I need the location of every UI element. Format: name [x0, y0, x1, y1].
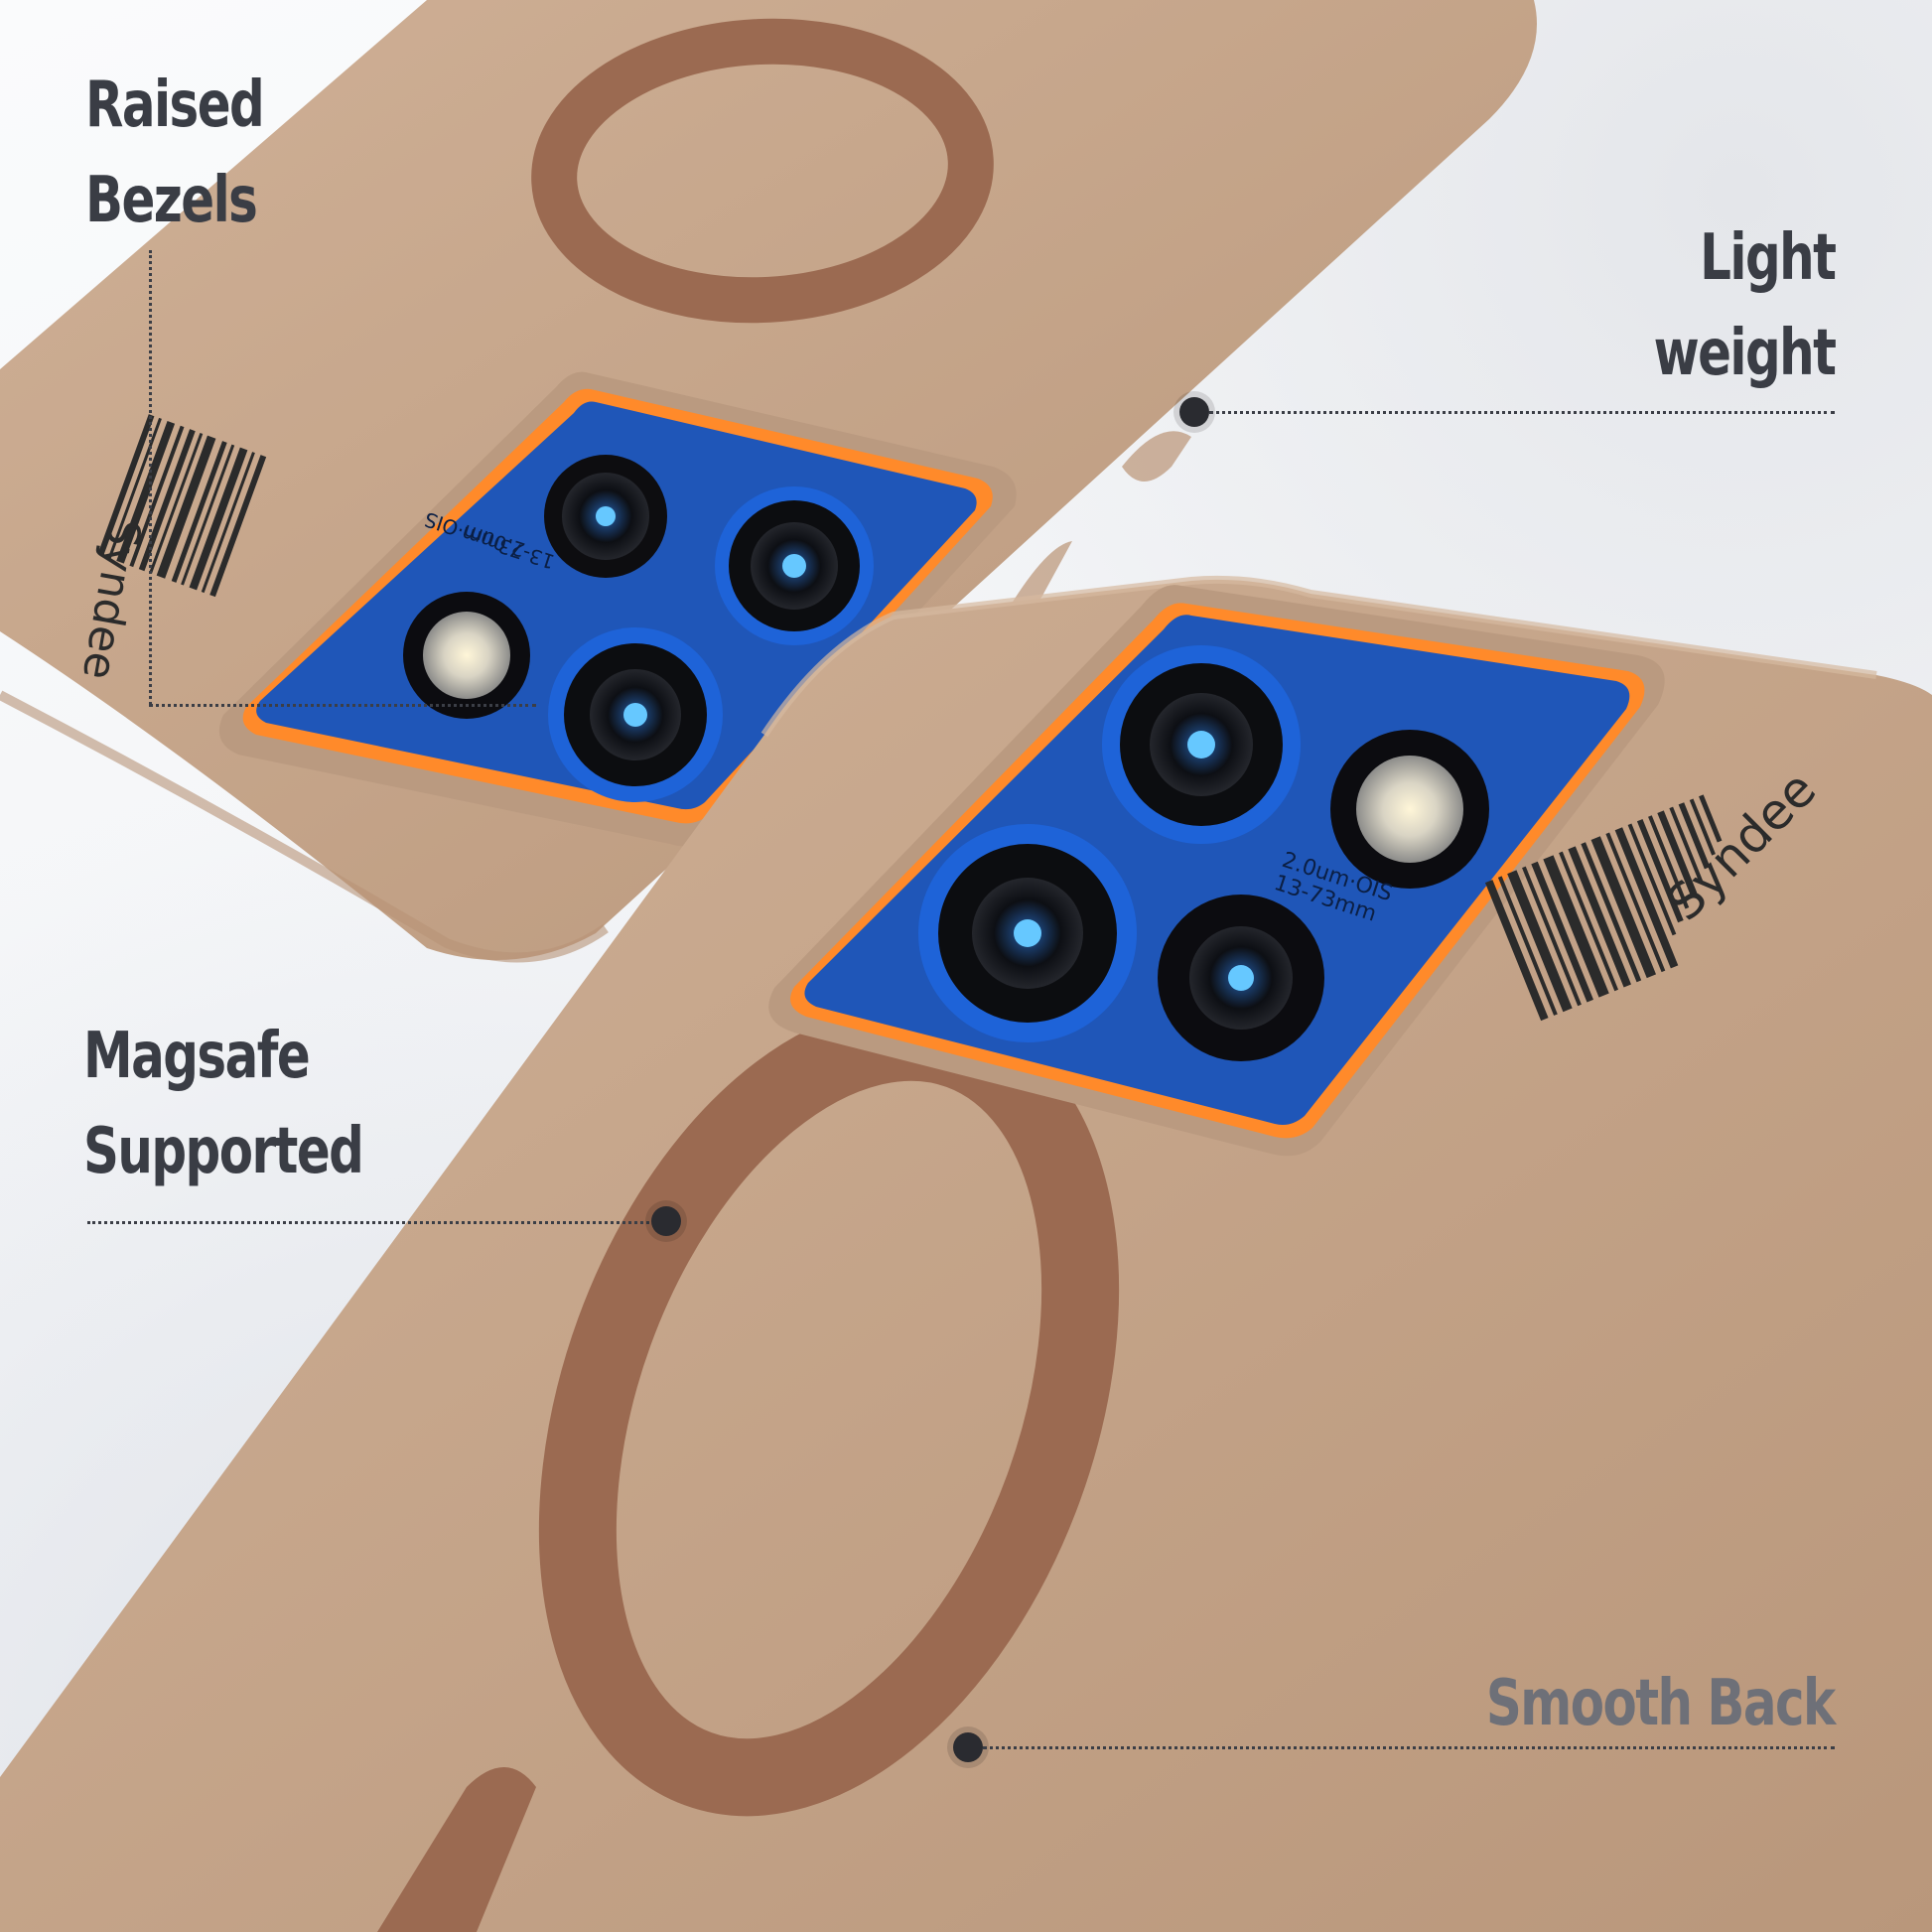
magsafe-ring-upper [531, 18, 994, 324]
marker-smooth-back [953, 1732, 983, 1762]
label-light-weight-line-1: Light [1699, 221, 1837, 295]
leader-light-weight [1209, 411, 1835, 414]
leader-smooth-back [983, 1746, 1835, 1749]
label-raised-bezels: Raised Bezels [85, 58, 265, 248]
label-magsafe-line-2: Supported [83, 1115, 364, 1188]
label-magsafe: Magsafe Supported [83, 1009, 364, 1199]
label-raised-bezels-line-1: Raised [85, 69, 265, 142]
marker-magsafe [651, 1206, 681, 1236]
label-smooth-back-text: Smooth Back [1486, 1667, 1836, 1740]
barcode-lower [1484, 794, 1723, 1022]
camera-module-upper [218, 371, 1017, 847]
camera-module-lower [768, 585, 1665, 1157]
leader-magsafe [87, 1221, 655, 1224]
barcode-upper [97, 414, 267, 598]
leader-raised-bezels-horizontal [149, 704, 536, 707]
label-smooth-back: Smooth Back [1486, 1656, 1836, 1751]
label-light-weight-line-2: weight [1653, 317, 1836, 390]
marker-light-weight [1179, 397, 1209, 427]
upper-case [0, 0, 1537, 963]
lower-case [0, 575, 1932, 1932]
label-light-weight: Light weight [1653, 210, 1837, 401]
label-magsafe-line-1: Magsafe [83, 1020, 311, 1093]
label-raised-bezels-line-2: Bezels [85, 164, 258, 237]
leader-raised-bezels-vertical [149, 250, 152, 705]
